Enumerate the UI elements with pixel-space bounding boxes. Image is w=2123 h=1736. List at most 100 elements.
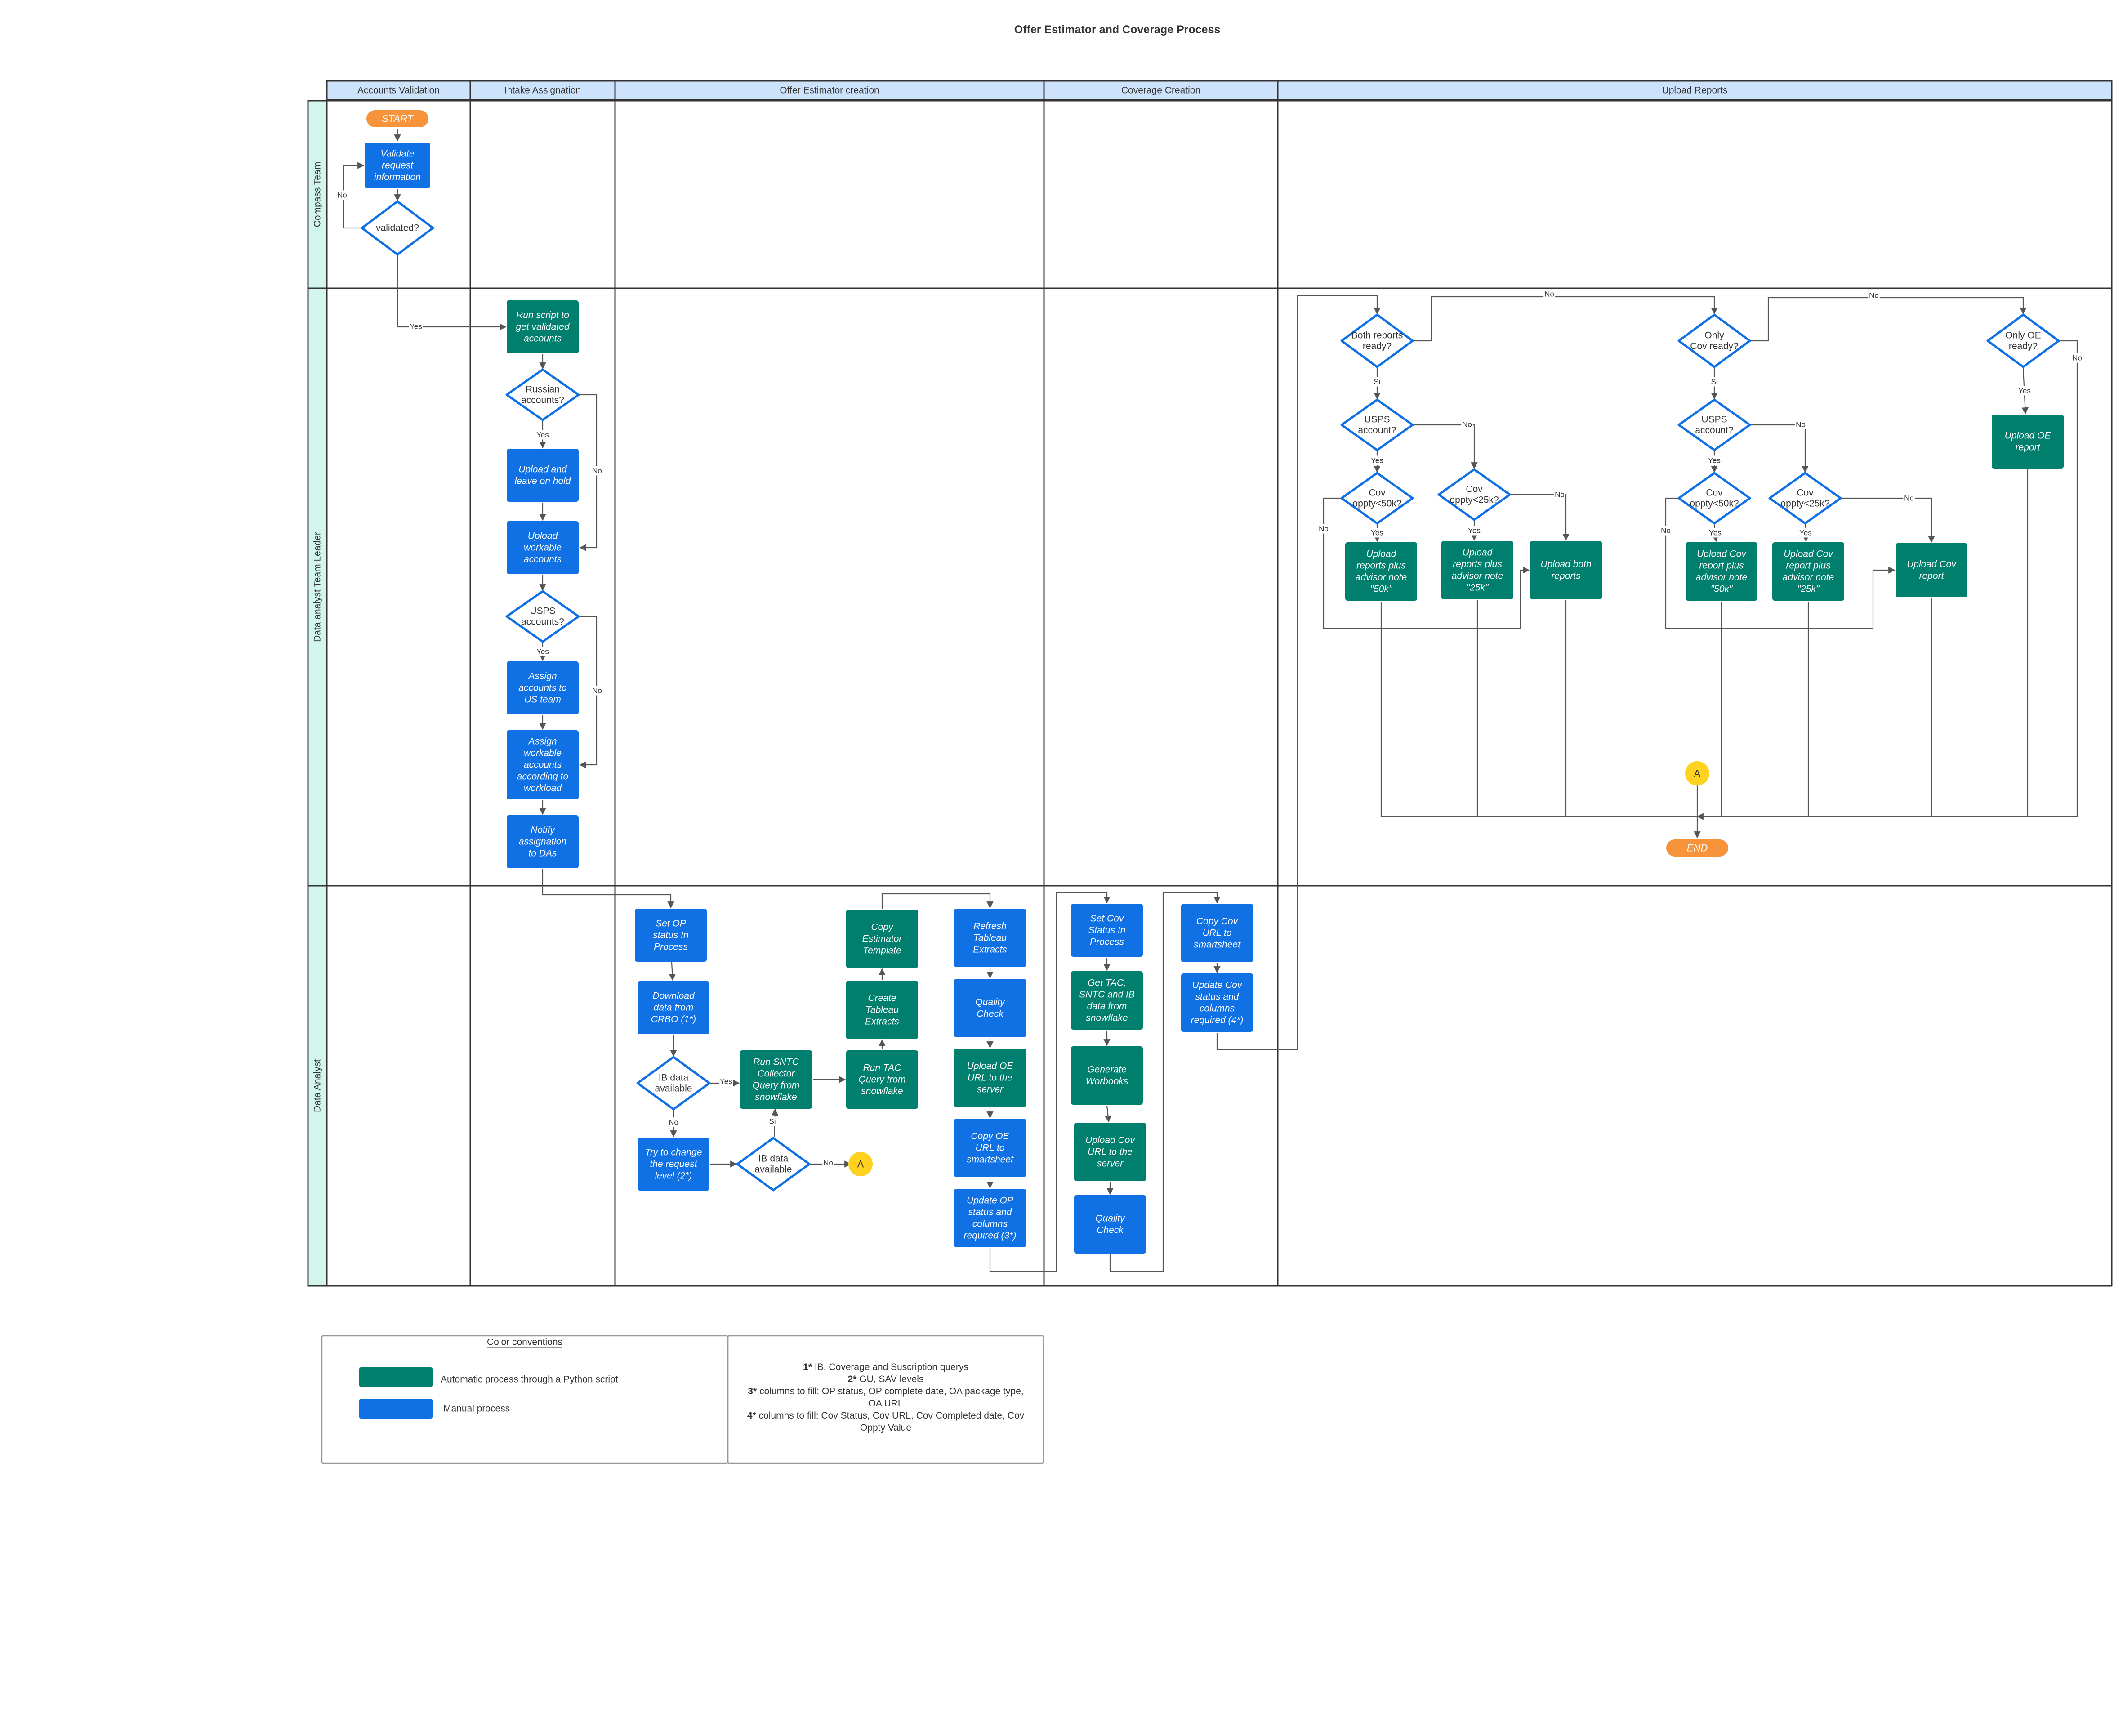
process-label: server bbox=[1097, 1159, 1124, 1169]
manual-process-box bbox=[1181, 904, 1253, 962]
row-header-compass-team: Compass Team bbox=[307, 100, 328, 289]
automatic-process-box bbox=[846, 981, 918, 1039]
edge-label-no: No bbox=[823, 1159, 833, 1167]
terminal-end: END bbox=[1666, 839, 1728, 857]
decision-label: account? bbox=[1695, 425, 1733, 436]
process-label: Extracts bbox=[973, 945, 1007, 955]
footnote-marker: 3* bbox=[748, 1386, 757, 1397]
process-label: Get TAC, bbox=[1088, 978, 1126, 988]
process-label: report bbox=[1919, 571, 1945, 581]
decision-label: oppty<50k? bbox=[1690, 499, 1739, 509]
footnote-line: 2* GU, SAV levels bbox=[848, 1374, 924, 1384]
connector-shape bbox=[1685, 761, 1709, 785]
process-label: level (2*) bbox=[655, 1171, 692, 1181]
process-label: accounts bbox=[524, 334, 562, 344]
decision-shape bbox=[1677, 472, 1751, 525]
decision-shape bbox=[1340, 472, 1414, 525]
process-label: assignation bbox=[519, 837, 566, 847]
process-label: report bbox=[2016, 442, 2041, 453]
automatic-process-box bbox=[1071, 1046, 1143, 1105]
process-label: Copy bbox=[871, 922, 894, 933]
process-label: Upload OE bbox=[2005, 431, 2052, 441]
manual-process-box bbox=[1071, 904, 1143, 957]
process-label: workload bbox=[524, 783, 562, 794]
legend-swatch-automatic bbox=[359, 1367, 433, 1387]
footnote-text: columns to fill: OP status, OP complete … bbox=[757, 1386, 1023, 1397]
decision-shape bbox=[1340, 398, 1414, 451]
process-label: Tableau bbox=[973, 933, 1007, 943]
decision-label: USPS bbox=[1701, 415, 1727, 425]
decision-label: available bbox=[755, 1165, 792, 1175]
edge-label-yes: Yes bbox=[536, 647, 549, 656]
edge-label-yes: Yes bbox=[1709, 529, 1722, 537]
process-label: "25k" bbox=[1797, 584, 1820, 594]
process-label: get validated bbox=[516, 322, 570, 332]
automatic-process-box bbox=[1530, 541, 1602, 599]
process-label: Process bbox=[1090, 937, 1124, 947]
row-header-label: Data analyst Team Leader bbox=[312, 532, 323, 642]
process-label: data from bbox=[1087, 1001, 1127, 1012]
decision-label: Only bbox=[1704, 330, 1724, 341]
process-label: "50k" bbox=[1370, 584, 1393, 594]
flow-connector bbox=[1109, 892, 1221, 1272]
column-header-upload-reports: Upload Reports bbox=[1277, 80, 2113, 101]
manual-process-box bbox=[638, 981, 709, 1034]
edge-label-yes: Yes bbox=[1371, 456, 1383, 465]
manual-process-box bbox=[638, 1138, 709, 1191]
column-header-label: Intake Assignation bbox=[504, 85, 581, 96]
edge-label-no: No bbox=[1319, 525, 1329, 533]
row-header-data-analyst-team-leader: Data analyst Team Leader bbox=[307, 287, 328, 887]
decision-shape bbox=[736, 1137, 811, 1192]
decision-label: oppty<25k? bbox=[1780, 499, 1829, 509]
decision-label: oppty<25k? bbox=[1450, 495, 1499, 505]
manual-process-box bbox=[635, 909, 707, 962]
decision-label: oppty<50k? bbox=[1352, 499, 1401, 509]
process-label: status and bbox=[1195, 992, 1240, 1002]
process-label: information bbox=[374, 172, 421, 183]
edge-label-no: No bbox=[337, 191, 347, 200]
manual-process-box bbox=[365, 143, 430, 188]
process-label: Notify bbox=[531, 825, 555, 835]
connector-a: A bbox=[848, 1152, 873, 1176]
notes-box bbox=[727, 1335, 1044, 1464]
process-label: accounts to bbox=[518, 683, 567, 693]
process-label: Query from bbox=[752, 1080, 799, 1091]
footnote-text: Oppty Value bbox=[860, 1423, 911, 1433]
edge-label-yes: Yes bbox=[410, 322, 422, 331]
decision-shape bbox=[1768, 472, 1842, 525]
edge-label-no: No bbox=[1555, 491, 1565, 499]
edge-label-no: No bbox=[2072, 354, 2082, 362]
manual-process-box bbox=[507, 449, 579, 502]
edge-label-no: No bbox=[592, 467, 602, 475]
process-label: Quality bbox=[1095, 1214, 1125, 1224]
flow-connector bbox=[1665, 497, 1896, 629]
process-label: Quality bbox=[975, 997, 1005, 1008]
process-label: report plus bbox=[1786, 561, 1831, 571]
page-title: Offer Estimator and Coverage Process bbox=[1014, 23, 1221, 36]
process-label: Update OP bbox=[967, 1196, 1013, 1206]
flow-connector bbox=[1104, 1105, 1112, 1123]
process-label: snowflake bbox=[1086, 1013, 1128, 1023]
process-label: Upload OE bbox=[967, 1061, 1014, 1071]
process-label: to DAs bbox=[528, 848, 557, 859]
flow-connector bbox=[1380, 602, 1697, 817]
process-label: US team bbox=[524, 695, 561, 705]
terminal-label: START bbox=[382, 113, 414, 125]
edge-label-si: Si bbox=[769, 1117, 776, 1126]
decision-label: Cov ready? bbox=[1690, 341, 1738, 352]
edge-label-yes: Yes bbox=[1708, 456, 1721, 465]
flow-connector bbox=[1841, 497, 1935, 543]
edge-label-no: No bbox=[1796, 420, 1806, 429]
